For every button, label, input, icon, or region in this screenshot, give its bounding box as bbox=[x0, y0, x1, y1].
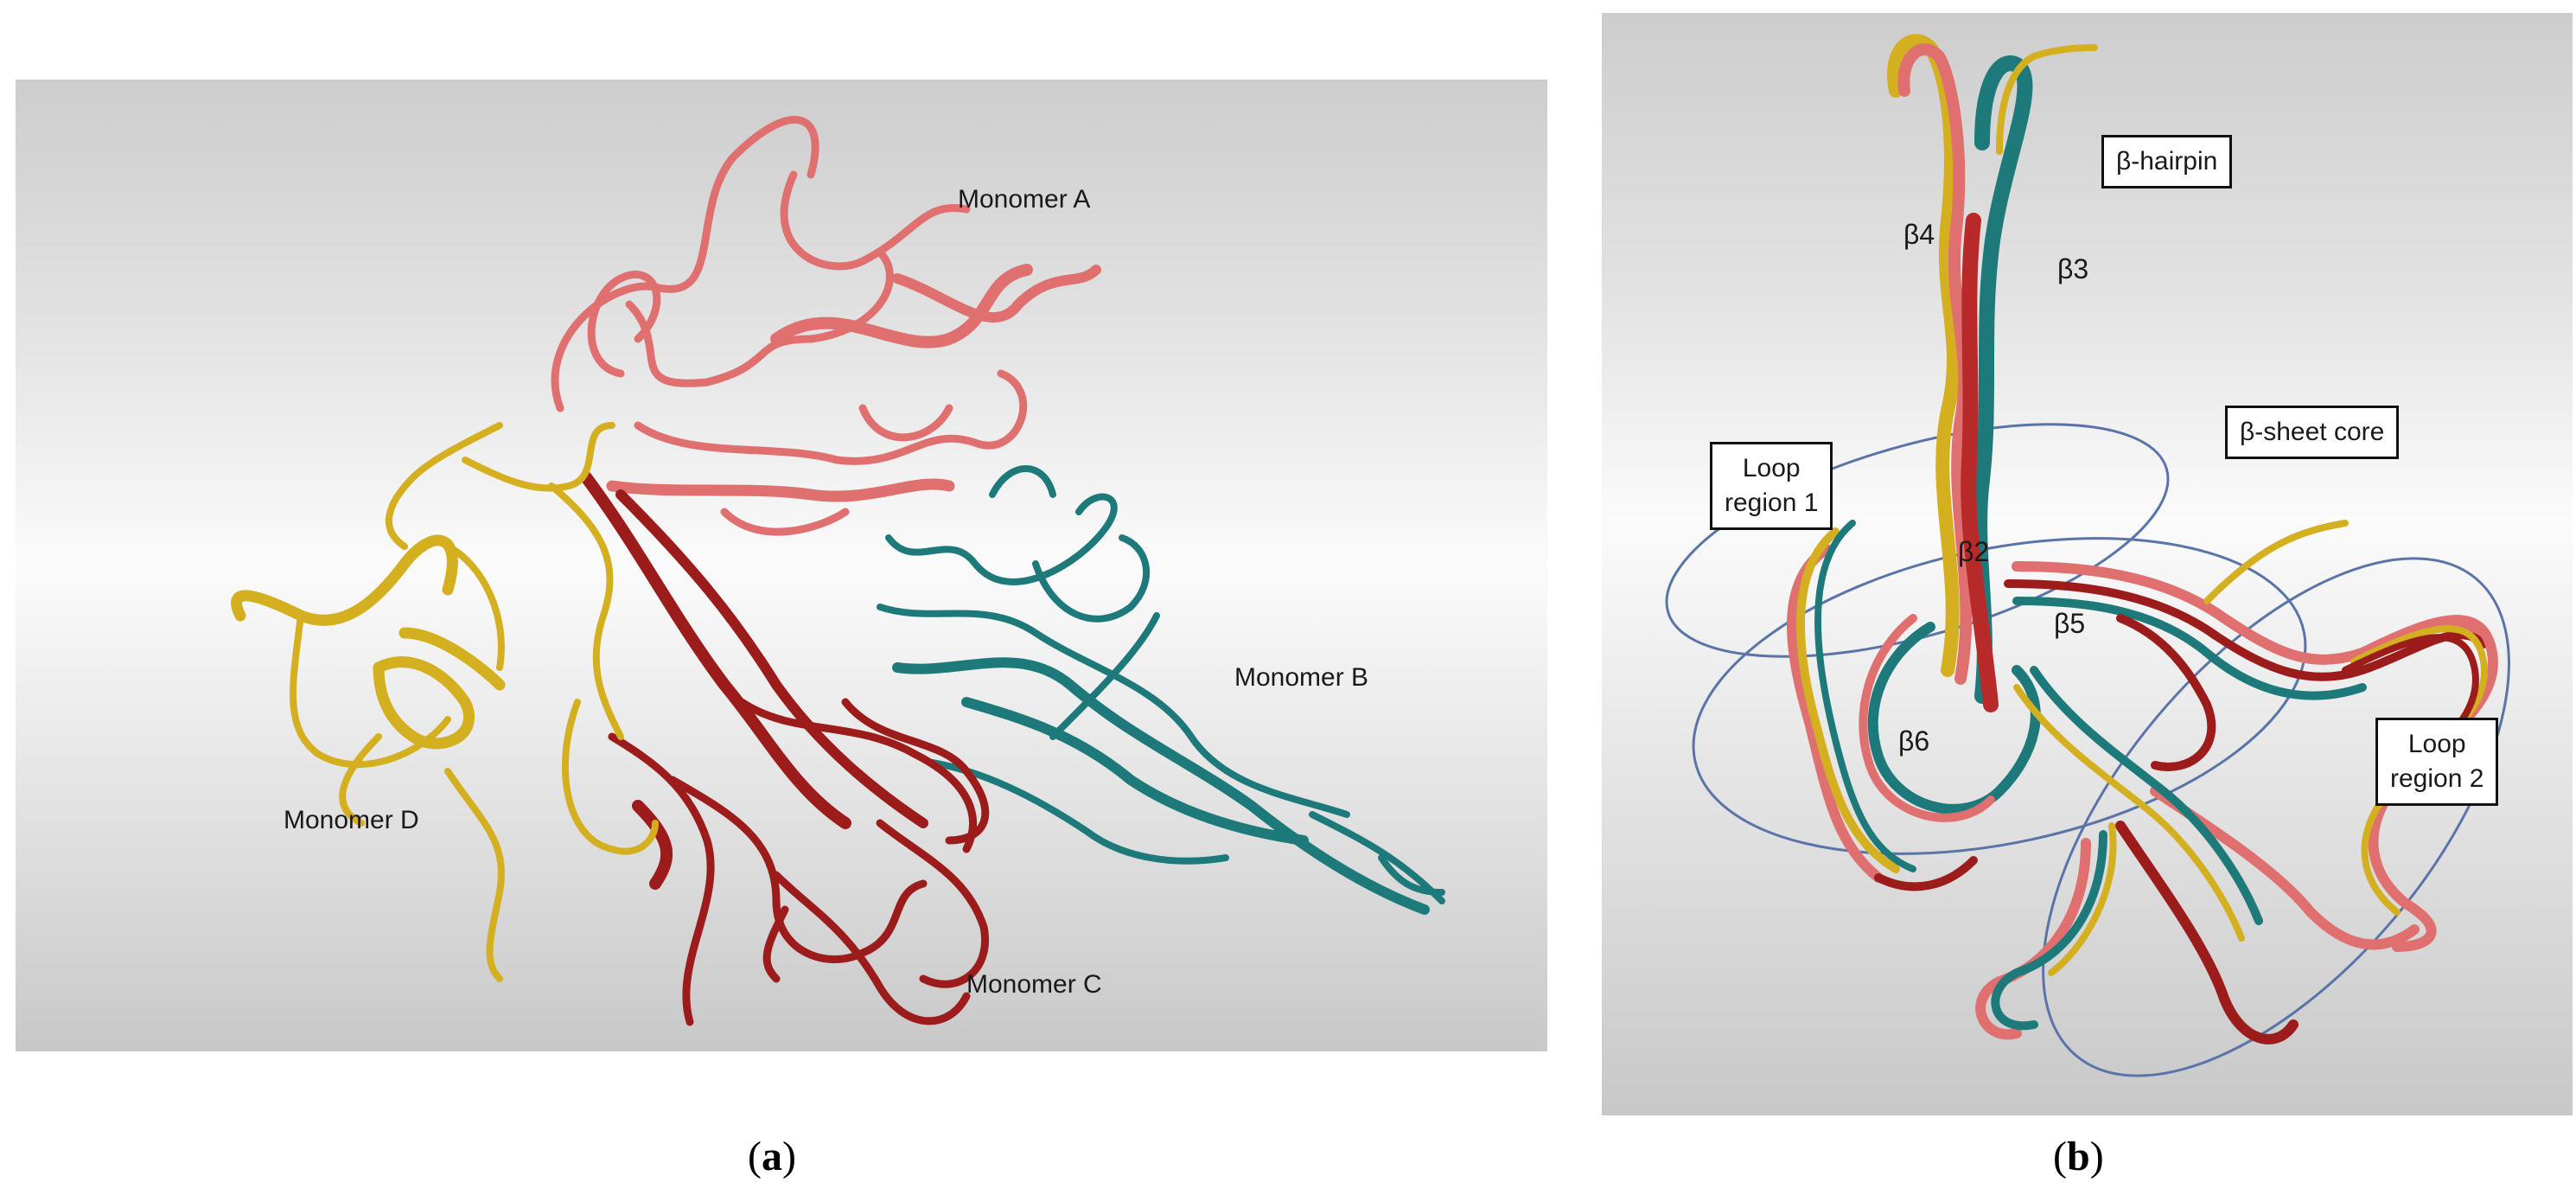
beta6-label: β6 bbox=[1898, 725, 1930, 757]
caption-a-open: ( bbox=[748, 1134, 762, 1179]
beta4-label: β4 bbox=[1903, 219, 1935, 250]
superposed-ribbons bbox=[1787, 34, 2498, 1044]
caption-a-letter: a bbox=[761, 1134, 782, 1179]
caption-a: (a) bbox=[748, 1133, 796, 1180]
loop-region-2-label: Loop region 2 bbox=[2375, 718, 2499, 806]
monomer-b-label: Monomer B bbox=[1234, 663, 1369, 692]
panel-b-ribbons bbox=[1665, 34, 2510, 1077]
monomer-c-label: Monomer C bbox=[966, 970, 1102, 999]
monomer-d-ribbon bbox=[231, 422, 659, 982]
monomer-c-ribbon bbox=[580, 471, 990, 1026]
loop-region-1-ellipse bbox=[1665, 423, 2170, 658]
beta-sheet-core-label: β-sheet core bbox=[2225, 406, 2400, 459]
caption-b: (b) bbox=[2053, 1133, 2104, 1180]
loop-region-2-ellipse bbox=[2042, 557, 2510, 1077]
loop-region-2-line2: region 2 bbox=[2390, 764, 2484, 793]
panel-b-structure-view: β-hairpin β-sheet core Loop region 1 Loo… bbox=[1602, 13, 2573, 1115]
beta3-label: β3 bbox=[2057, 253, 2089, 284]
monomer-a-label: Monomer A bbox=[958, 185, 1091, 214]
caption-b-letter: b bbox=[2066, 1134, 2090, 1179]
loop-region-1-label: Loop region 1 bbox=[1710, 442, 1833, 530]
panel-a-ribbons bbox=[231, 116, 1445, 1026]
beta2-label: β2 bbox=[1958, 536, 1990, 567]
monomer-b-ribbon bbox=[877, 465, 1445, 915]
monomer-d-label: Monomer D bbox=[284, 806, 419, 834]
loop-region-1-line1: Loop bbox=[1742, 454, 1801, 482]
panel-a-structure-view: Monomer A Monomer B Monomer C Monomer D bbox=[16, 80, 1547, 1051]
loop-region-1-line2: region 1 bbox=[1725, 489, 1819, 517]
loop-region-2-line1: Loop bbox=[2407, 730, 2466, 758]
caption-a-close: ) bbox=[781, 1134, 796, 1179]
region-ellipses bbox=[1665, 423, 2510, 1077]
monomer-a-ribbon bbox=[551, 116, 1101, 536]
caption-b-open: ( bbox=[2053, 1134, 2067, 1179]
beta-hairpin-label: β-hairpin bbox=[2101, 135, 2233, 188]
beta5-label: β5 bbox=[2054, 608, 2086, 639]
caption-b-close: ) bbox=[2089, 1134, 2104, 1179]
